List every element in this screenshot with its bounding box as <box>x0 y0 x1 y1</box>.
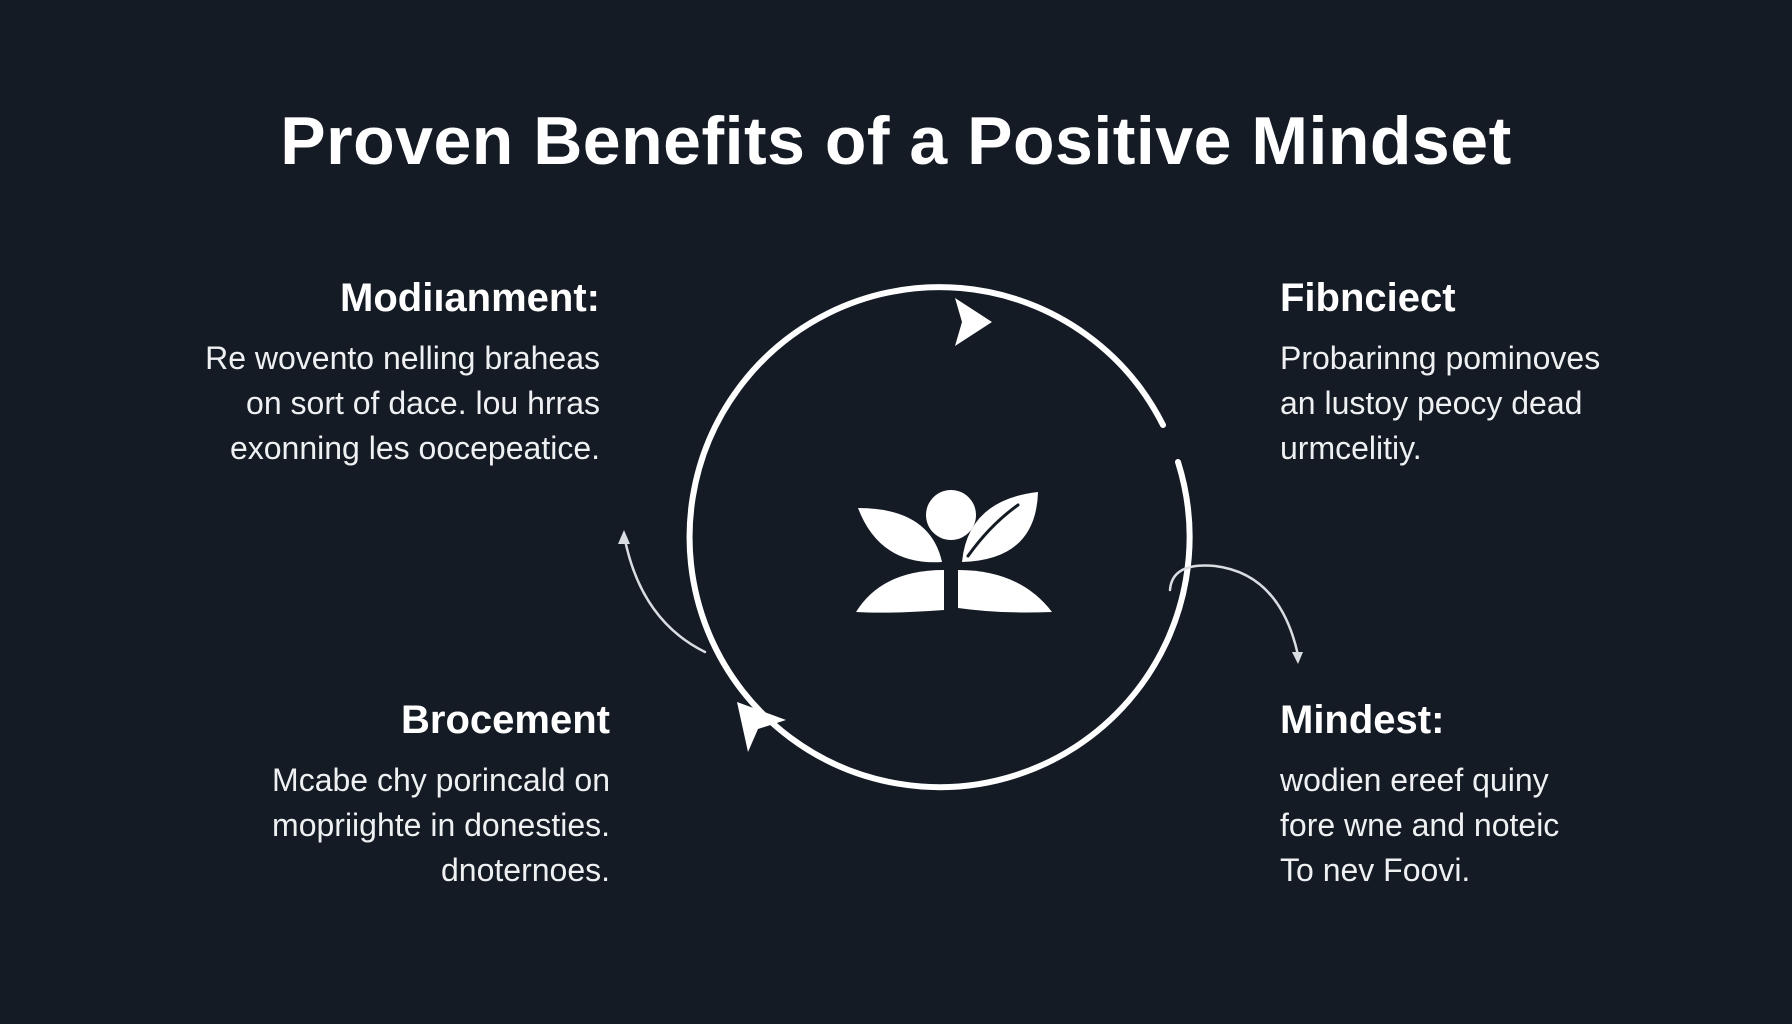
benefit-text-line: fore wne and noteic <box>1280 807 1560 843</box>
benefit-heading: Fibnciect <box>1280 276 1456 320</box>
benefit-text-line: dnoternoes. <box>440 852 610 888</box>
benefit-block-bottom-left: Brocement Mcabe chy porincald on mopriig… <box>130 696 610 893</box>
benefit-block-top-left: Modiıanment: Re wovento nelling braheas … <box>120 274 600 471</box>
benefit-heading: Mindest: <box>1280 698 1445 742</box>
benefit-text-line: Re wovento nelling braheas <box>205 340 600 376</box>
benefit-text-line: mopriighte in donesties. <box>272 807 610 843</box>
benefit-text-line: Mcabe chy porincald on <box>272 762 610 798</box>
arrow-head-top-icon <box>955 298 992 346</box>
benefit-block-bottom-right: Mindest: wodien ereef quiny fore wne and… <box>1280 696 1760 893</box>
benefit-text-line: Probarinng pominoves <box>1280 340 1601 376</box>
benefit-text-line: urmcelitiy. <box>1280 430 1422 466</box>
arrow-head-bottom-left-icon <box>737 702 786 752</box>
thin-arrow-left-icon <box>622 533 707 654</box>
cycle-ring <box>686 284 1193 791</box>
benefit-heading: Brocement <box>401 698 610 742</box>
page-title: Proven Benefits of a Positive Mindset <box>280 103 1512 179</box>
benefit-text-line: an lustoy peocy dead <box>1280 385 1583 421</box>
thin-arrow-left-head-icon <box>618 530 630 544</box>
thin-arrow-right-head-icon <box>1292 652 1303 664</box>
leaf-vein <box>966 503 1020 558</box>
benefit-text-line: exonning les oocepeatice. <box>229 430 600 466</box>
benefit-block-top-right: Fibnciect Probarinng pominoves an lustoy… <box>1280 274 1760 471</box>
benefit-text-line: To nev Foovi. <box>1280 852 1471 888</box>
person-leaves-icon <box>856 490 1052 613</box>
thin-arrow-right-icon <box>1168 564 1300 657</box>
benefit-heading: Modiıanment: <box>340 276 600 320</box>
benefit-text-line: wodien ereef quiny <box>1280 762 1549 798</box>
benefit-text-line: on sort of dace. lou hrras <box>246 385 600 421</box>
